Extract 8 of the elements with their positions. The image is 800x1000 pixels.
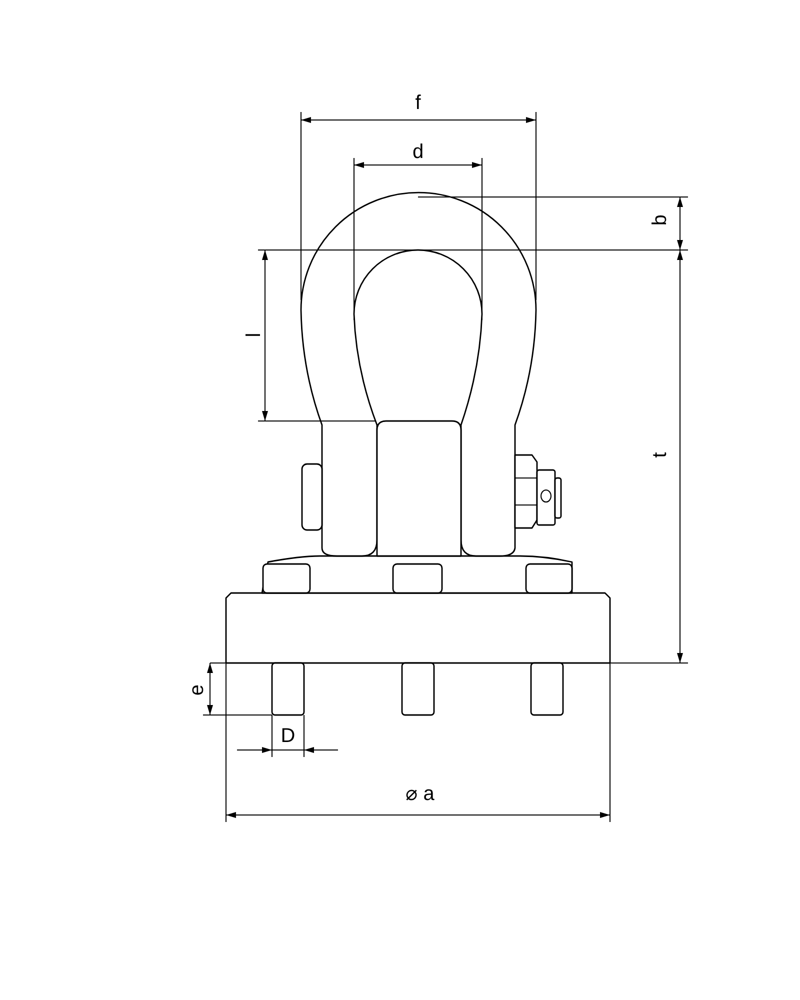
dimension-label: l — [244, 332, 264, 338]
dimension-label: t — [650, 452, 670, 458]
dimension-label: e — [187, 684, 207, 696]
dimension-label: ⌀ a — [406, 784, 434, 804]
dimension-label: b — [650, 214, 670, 226]
dimension-label: f — [415, 93, 421, 113]
dimension-label: d — [412, 142, 424, 162]
dimension-label: D — [280, 726, 296, 746]
